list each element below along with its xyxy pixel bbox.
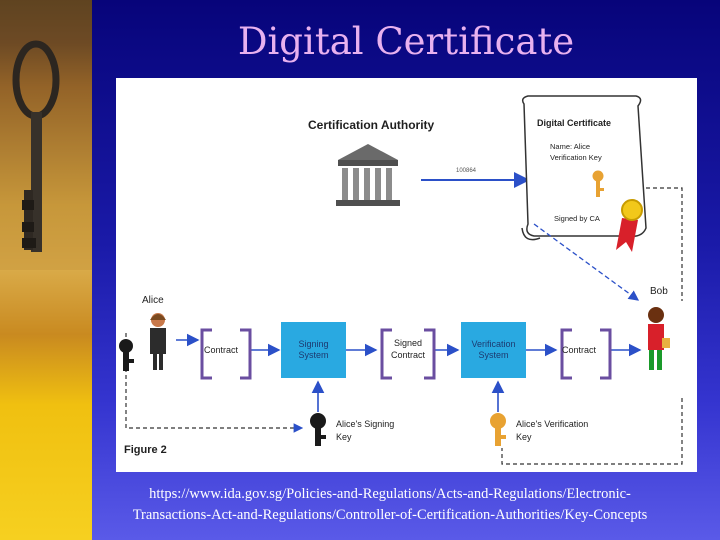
signing-system-label: Signing System <box>298 339 329 360</box>
bob-to-verification-key-line <box>501 398 683 465</box>
antique-key-photo <box>0 0 92 270</box>
contract-left-label: Contract <box>204 345 239 355</box>
diagram-graphics <box>119 95 683 465</box>
contract-right-label: Contract <box>562 345 597 355</box>
certificate-key-label: Verification Key <box>550 153 602 162</box>
bank-building-icon <box>336 144 400 206</box>
signing-key-icon <box>310 413 326 446</box>
alice-private-key-icon <box>119 339 134 371</box>
certificate-signed-by: Signed by CA <box>554 214 600 223</box>
signing-system-box <box>281 322 346 378</box>
figure-label: Figure 2 <box>124 444 167 456</box>
source-url: https://www.ida.gov.sg/Policies-and-Regu… <box>132 486 648 523</box>
verification-system-label: Verification System <box>471 339 516 360</box>
bob-person-icon <box>648 307 670 370</box>
signed-contract-bracket <box>380 328 436 380</box>
bottom-verification-key-icon <box>490 413 506 446</box>
certificate-serial-label: 100864 <box>456 168 477 174</box>
signed-contract-label: Signed Contract <box>390 338 425 360</box>
verification-system-box <box>461 322 526 378</box>
alice-label: Alice <box>142 295 164 306</box>
verification-key-label: Alice's Verification Key <box>516 419 589 442</box>
certificate-scroll <box>521 95 647 241</box>
verification-key-icon <box>592 170 604 197</box>
contract-left-bracket <box>200 328 252 380</box>
certificate-title: Digital Certificate <box>537 118 612 128</box>
signing-key-label: Alice's Signing Key <box>336 419 395 442</box>
digital-certificate-diagram: Certification Authority 100864 Digital C… <box>116 78 697 472</box>
certification-authority-label: Certification Authority <box>308 118 435 132</box>
slide-title: Digital Certificate <box>237 20 575 63</box>
contract-right-bracket <box>560 328 612 380</box>
bob-label: Bob <box>650 286 668 297</box>
certificate-to-bob-line <box>533 223 640 301</box>
alice-person-icon <box>150 313 166 370</box>
ca-seal-icon <box>616 199 643 252</box>
certificate-side-line <box>646 187 683 301</box>
left-decorative-strip <box>0 0 92 540</box>
certificate-name: Name: Alice <box>550 142 591 151</box>
